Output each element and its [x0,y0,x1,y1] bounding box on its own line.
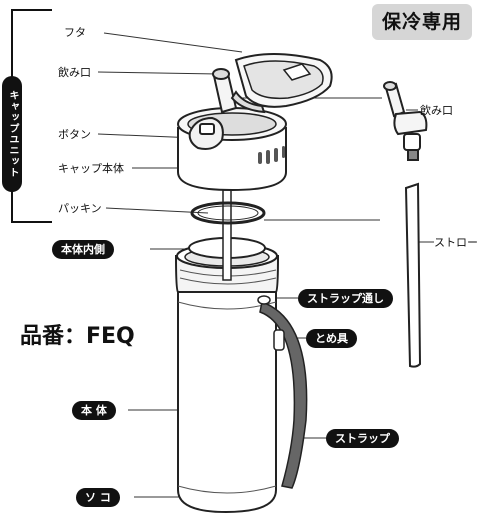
cap-unit-label: キャップユニット [2,76,22,192]
label-strap-loop: ストラップ通し [298,289,393,308]
label-bottom: ソ コ [76,488,120,507]
label-botan: ボタン [58,128,91,141]
mouthpiece-detached [383,81,428,161]
cap-button [188,116,224,150]
cap-body [177,107,287,192]
label-body: 本 体 [72,401,116,420]
label-packing: パッキン [58,202,102,215]
label-futa: フタ [64,26,86,39]
label-nomiguchi: 飲み口 [58,66,91,79]
straw-detached [404,182,422,368]
bottle-body [174,237,280,514]
label-cap-body: キャップ本体 [58,162,124,175]
mouthpiece [212,68,238,114]
strap [257,295,308,489]
label-nomiguchi-right: 飲み口 [420,104,453,117]
label-straw: ストロー [434,236,478,249]
label-inner-side: 本体内側 [52,240,114,259]
label-strap: ストラップ [326,429,399,448]
cold-only-badge: 保冷専用 [372,4,472,40]
model-number: 品番：FEQ [20,324,135,349]
label-tomegu: とめ具 [306,329,357,348]
lid [230,53,333,114]
packing-ring [190,201,266,225]
